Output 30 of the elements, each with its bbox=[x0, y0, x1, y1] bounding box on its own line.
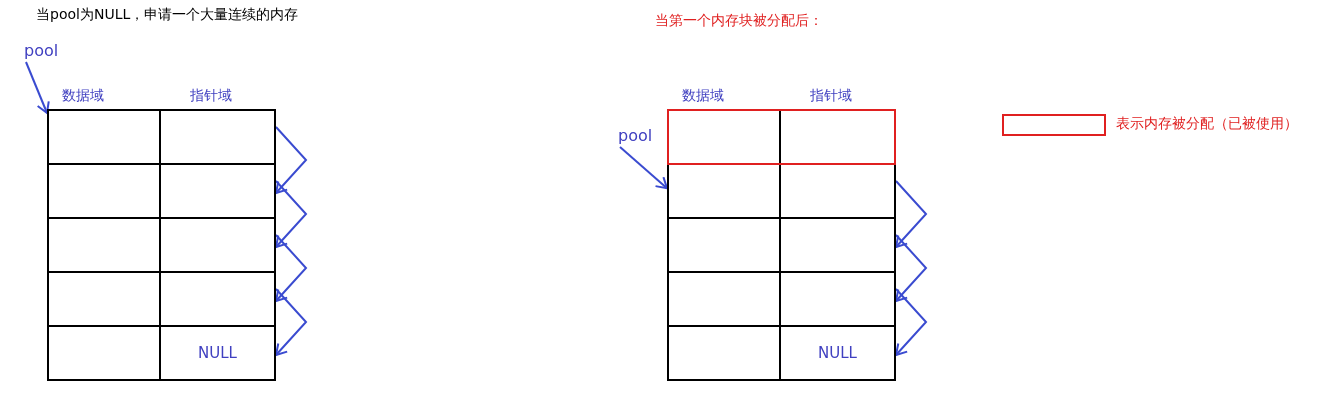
column-header: 指针域 bbox=[190, 87, 232, 105]
legend-text: 表示内存被分配（已被使用） bbox=[1116, 115, 1298, 133]
arrow bbox=[275, 126, 308, 194]
arrow bbox=[895, 288, 928, 356]
column-header: 数据域 bbox=[62, 87, 104, 105]
arrow bbox=[275, 180, 308, 248]
pointer-label: pool bbox=[24, 41, 59, 60]
arrow bbox=[619, 146, 668, 190]
memory-block bbox=[47, 109, 276, 165]
arrow bbox=[275, 288, 308, 356]
column-header: 数据域 bbox=[682, 87, 724, 105]
memory-block bbox=[667, 217, 896, 273]
memory-block bbox=[47, 271, 276, 327]
heading-text: 当第一个内存块被分配后： bbox=[655, 12, 823, 30]
arrow bbox=[275, 234, 308, 302]
memory-block bbox=[47, 163, 276, 219]
null-text: NULL bbox=[198, 344, 237, 362]
heading-text: 当pool为NULL，申请一个大量连续的内存 bbox=[36, 6, 299, 24]
arrow bbox=[895, 180, 928, 248]
allocated-memory-block bbox=[667, 109, 896, 165]
arrow bbox=[895, 234, 928, 302]
memory-block bbox=[667, 325, 896, 381]
null-text: NULL bbox=[818, 344, 857, 362]
arrow bbox=[25, 61, 50, 114]
memory-block bbox=[47, 217, 276, 273]
pointer-label: pool bbox=[618, 126, 653, 145]
memory-block bbox=[47, 325, 276, 381]
memory-block bbox=[667, 271, 896, 327]
column-header: 指针域 bbox=[810, 87, 852, 105]
memory-block bbox=[667, 163, 896, 219]
